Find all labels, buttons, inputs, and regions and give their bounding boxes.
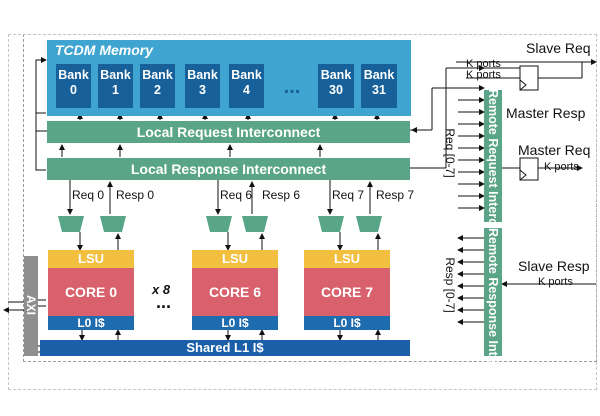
k-ports-label-3: K ports bbox=[544, 161, 579, 173]
bank-label: Bank bbox=[187, 68, 218, 82]
bank-1: Bank 1 bbox=[98, 64, 133, 108]
bank-index: 2 bbox=[154, 83, 161, 97]
port-label-resp-0: Resp 0 bbox=[116, 188, 155, 202]
lsu-core-0: LSU bbox=[48, 250, 134, 268]
slave-resp-label: Slave Resp bbox=[518, 258, 590, 274]
core-0: CORE 0 bbox=[48, 268, 134, 316]
port-label-req-6: Req 6 bbox=[220, 188, 253, 202]
l0-cache-core-7: L0 I$ bbox=[304, 316, 390, 330]
core-7: CORE 7 bbox=[304, 268, 390, 316]
local-response-interconnect: Local Response Interconnect bbox=[47, 158, 410, 180]
bank-3: Bank 3 bbox=[185, 64, 220, 108]
bank-label: Bank bbox=[320, 68, 352, 82]
port-label-resp-6: Resp 6 bbox=[262, 188, 301, 202]
wires bbox=[3, 57, 597, 353]
remote-request-label: Remote Request Interconnect bbox=[486, 89, 500, 267]
lsu-core-6: LSU bbox=[192, 250, 278, 268]
lsu-core-7: LSU bbox=[304, 250, 390, 268]
core-ellipsis: ... bbox=[156, 292, 172, 312]
bank-ellipsis: ... bbox=[283, 76, 301, 98]
bank-4: Bank 4 bbox=[229, 64, 264, 108]
k-ports-label-2: K ports bbox=[466, 69, 501, 81]
resp-range-label: Resp [0-7] bbox=[443, 257, 457, 313]
port-label-resp-7: Resp 7 bbox=[376, 188, 415, 202]
remote-response-label: Remote Response Interconnect bbox=[486, 228, 500, 416]
axi-bus: AXI bbox=[24, 256, 38, 356]
req-range-label: Req [0-7] bbox=[443, 128, 457, 178]
bank-label: Bank bbox=[363, 68, 395, 82]
l0-cache-core-0: L0 I$ bbox=[48, 316, 134, 330]
bank-label: Bank bbox=[142, 68, 173, 82]
bank-0: Bank 0 bbox=[56, 64, 91, 108]
bank-index: 1 bbox=[112, 83, 119, 97]
slave-req-label: Slave Req bbox=[526, 40, 591, 56]
remote-request-interconnect: Remote Request Interconnect bbox=[484, 89, 502, 267]
bank-label: Bank bbox=[100, 68, 131, 82]
remote-response-interconnect: Remote Response Interconnect bbox=[484, 228, 502, 416]
bank-index: 0 bbox=[70, 83, 77, 97]
bank-index: 30 bbox=[329, 83, 343, 97]
local-request-interconnect: Local Request Interconnect bbox=[47, 121, 410, 143]
replication-label: x 8 bbox=[152, 282, 171, 297]
bank-index: 31 bbox=[372, 83, 386, 97]
l0-cache-core-6: L0 I$ bbox=[192, 316, 278, 330]
master-resp-label: Master Resp bbox=[506, 105, 586, 121]
core-6: CORE 6 bbox=[192, 268, 278, 316]
bank-31: Bank 31 bbox=[361, 64, 397, 108]
axi-label: AXI bbox=[24, 294, 38, 315]
bank-label: Bank bbox=[58, 68, 89, 82]
master-req-label: Master Req bbox=[518, 142, 591, 158]
port-label-req-0: Req 0 bbox=[72, 188, 105, 202]
shared-l1-icache: Shared L1 I$ bbox=[40, 340, 410, 356]
bank-30: Bank 30 bbox=[318, 64, 354, 108]
k-ports-label-1: K ports bbox=[466, 58, 501, 70]
bank-2: Bank 2 bbox=[140, 64, 175, 108]
port-label-req-7: Req 7 bbox=[332, 188, 365, 202]
bank-label: Bank bbox=[231, 68, 262, 82]
bank-index: 3 bbox=[199, 83, 206, 97]
k-ports-label-4: K ports bbox=[538, 276, 573, 288]
tcdm-title: TCDM Memory bbox=[55, 42, 154, 58]
system-outline bbox=[8, 34, 597, 390]
bank-index: 4 bbox=[243, 83, 250, 97]
